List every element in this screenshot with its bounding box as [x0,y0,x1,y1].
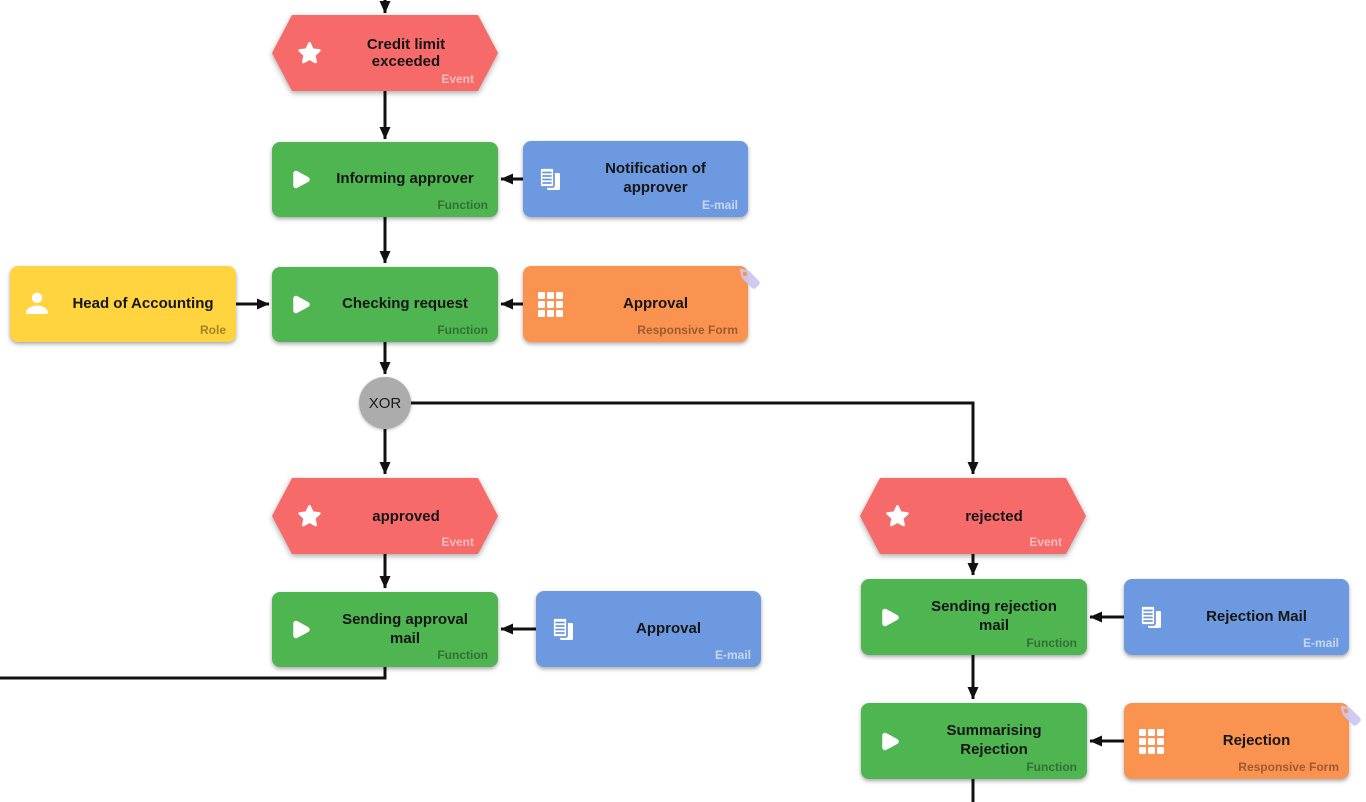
form-rejection[interactable]: Rejection Responsive Form [1124,703,1361,779]
node-type-label: Event [441,72,474,86]
play-icon [861,728,915,755]
email-rejection-mail[interactable]: Rejection Mail E-mail [1124,579,1349,655]
documents-icon [523,164,577,194]
node-type-label: Responsive Form [1238,760,1339,774]
star-icon [272,503,338,530]
node-title: Sending rejection mail [931,598,1057,634]
node-title: Rejection [1222,731,1291,749]
node-title: Approval [622,294,688,312]
tag-icon [732,261,769,298]
edge-sending-approval-offscreen-left [0,667,387,680]
node-type-label: Responsive Form [637,323,738,337]
node-title: Notification of approver [605,160,706,196]
node-type-label: E-mail [714,648,751,662]
play-icon [861,604,915,631]
node-type-label: Role [199,323,226,337]
node-type-label: Event [1029,535,1062,549]
node-title: Summarising Rejection [946,722,1042,758]
tag-icon [1333,698,1366,735]
node-title: Head of Accounting [72,294,214,312]
node-type-label: Function [437,198,488,212]
node-type-label: E-mail [1302,636,1339,650]
documents-icon [1124,602,1178,632]
play-icon [272,616,326,643]
function-sending-rejection-mail[interactable]: Sending rejection mail Function [861,579,1087,655]
function-informing-approver[interactable]: Informing approver Function [272,142,498,217]
node-title: Sending approval mail [342,610,468,647]
grid-icon [1124,728,1178,755]
star-icon [272,40,338,67]
form-approval[interactable]: Approval Responsive Form [523,266,760,342]
node-title: Rejection Mail [1206,607,1307,625]
node-title: Informing approver [336,170,474,188]
event-credit-limit-exceeded[interactable]: Credit limit exceeded Event [272,15,498,91]
function-sending-approval-mail[interactable]: Sending approval mail Function [272,592,498,667]
person-icon [10,288,64,320]
star-icon [860,503,926,530]
email-notification-of-approver[interactable]: Notification of approver E-mail [523,141,748,217]
xor-label: XOR [368,394,402,412]
function-summarising-rejection[interactable]: Summarising Rejection Function [861,703,1087,779]
event-rejected[interactable]: rejected Event [860,478,1086,554]
node-title: approved [372,507,440,525]
email-approval[interactable]: Approval E-mail [536,591,761,667]
role-head-of-accounting[interactable]: Head of Accounting Role [10,266,236,342]
node-title: rejected [965,507,1023,525]
documents-icon [536,614,590,644]
play-icon [272,291,326,318]
node-type-label: Function [1026,760,1077,774]
node-type-label: E-mail [701,198,738,212]
node-type-label: Function [1026,636,1077,650]
node-type-label: Function [437,323,488,337]
grid-icon [523,291,577,318]
play-icon [272,166,326,193]
node-title: Approval [635,619,701,637]
function-checking-request[interactable]: Checking request Function [272,267,498,342]
edge-xor-to-rejected [411,401,979,475]
xor-gateway[interactable]: XOR [359,377,411,429]
node-type-label: Function [437,648,488,662]
event-approved[interactable]: approved Event [272,478,498,554]
node-type-label: Event [441,535,474,549]
node-title: Checking request [342,295,468,313]
node-title: Credit limit exceeded [366,36,446,70]
